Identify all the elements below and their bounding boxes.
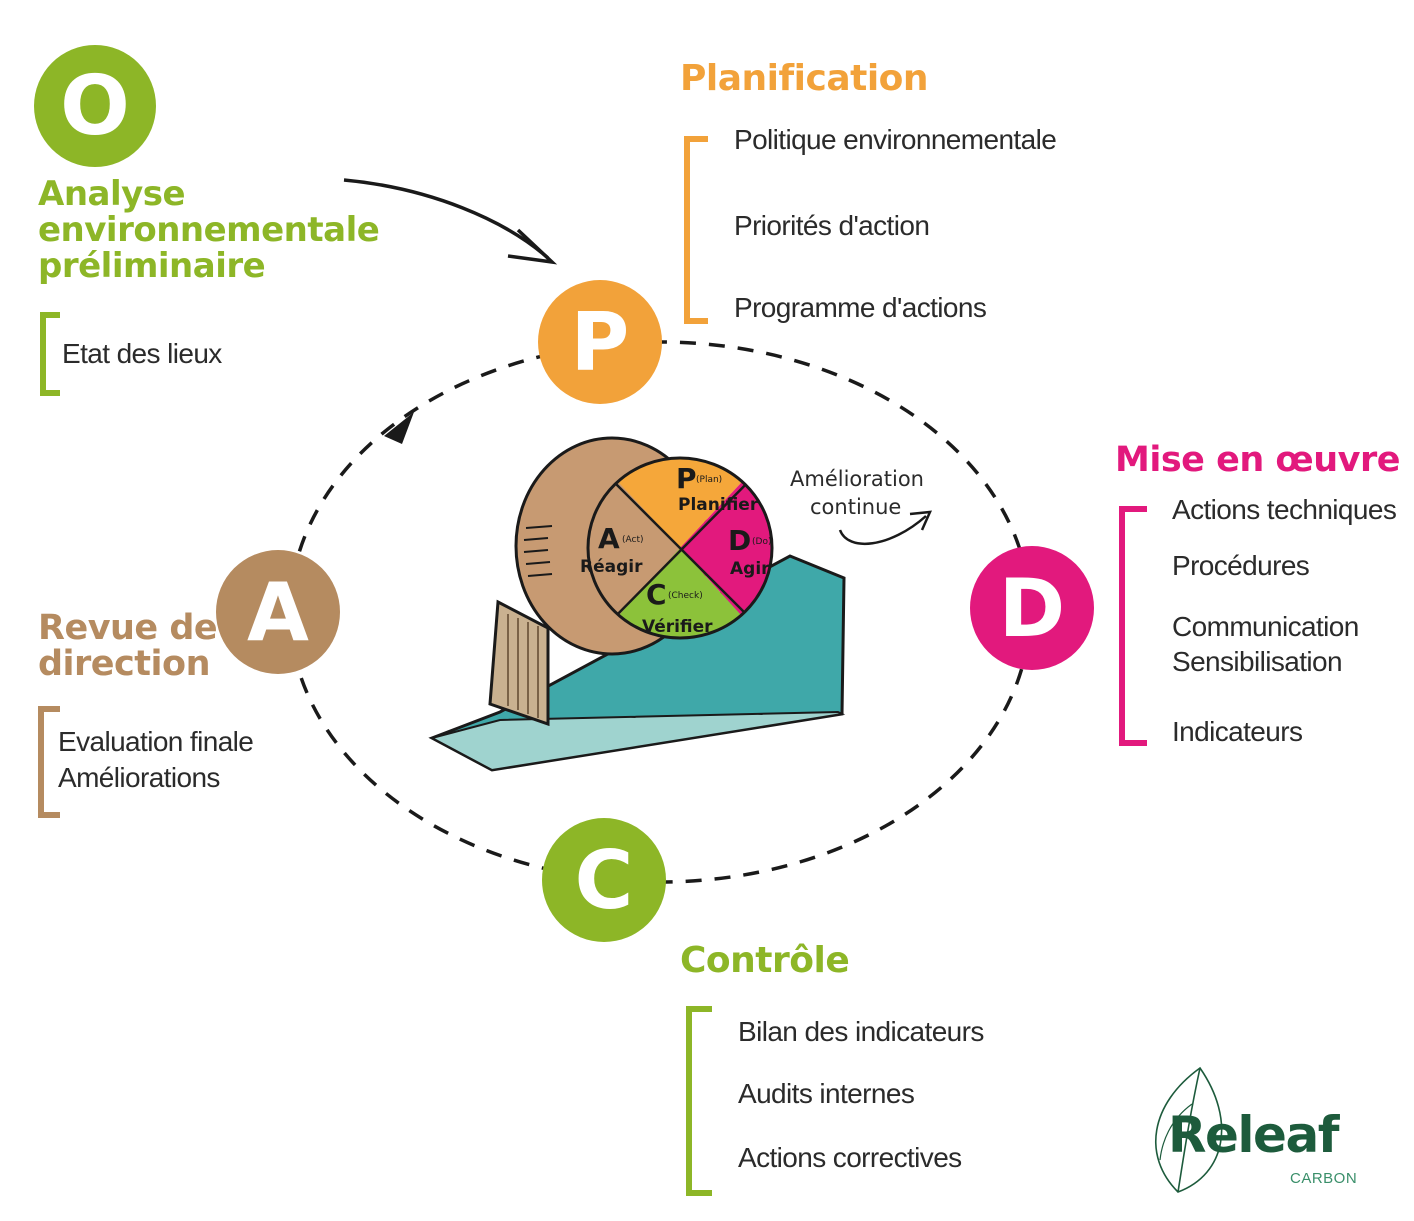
stage-d-item-4: Sensibilisation bbox=[1172, 646, 1343, 677]
wheel-p-letter: P bbox=[676, 462, 697, 495]
stage-p-title: Planification bbox=[680, 58, 929, 99]
wheel-a-letter: A bbox=[598, 522, 620, 555]
wheel-c-label: Vérifier bbox=[642, 617, 713, 637]
stage-a-item-2: Améliorations bbox=[58, 762, 220, 793]
stage-o-letter: O bbox=[60, 58, 130, 154]
wheel-d-label: Agir bbox=[730, 559, 770, 579]
wheel-a-label: Réagir bbox=[580, 557, 643, 577]
stage-o-title-line-3: préliminaire bbox=[38, 246, 266, 286]
wheel-p-tag: (Plan) bbox=[696, 475, 722, 485]
wheel-body-stripes bbox=[523, 525, 553, 577]
stage-d-title: Mise en œuvre bbox=[1115, 440, 1400, 480]
stage-c-item-1: Bilan des indicateurs bbox=[738, 1016, 984, 1047]
wheel-segment-c bbox=[588, 548, 772, 638]
stage-p-letter: P bbox=[570, 295, 630, 389]
stage-o-title-line-2: environnementale bbox=[38, 210, 380, 250]
stage-a-title-line-1: Revue de bbox=[38, 608, 218, 648]
stage-c-letter: C bbox=[574, 833, 634, 927]
slope-wedge-front bbox=[429, 710, 846, 772]
wheel-d-letter: D bbox=[728, 524, 751, 557]
stage-d-letter: D bbox=[998, 561, 1066, 655]
wheel-c-letter: C bbox=[646, 578, 667, 611]
stage-p-item-2: Priorités d'action bbox=[734, 210, 930, 241]
stage-p-bracket bbox=[684, 136, 708, 324]
stage-d-item-1: Actions techniques bbox=[1172, 494, 1397, 525]
continuous-improvement-line-2: continue bbox=[810, 495, 901, 519]
stage-c-bracket bbox=[686, 1006, 712, 1196]
stage-o-bracket bbox=[40, 312, 60, 396]
wheel-segment-p bbox=[588, 458, 772, 548]
stage-o-title: Analyse environnementale préliminaire bbox=[38, 174, 380, 286]
stage-c-title: Contrôle bbox=[680, 940, 850, 981]
stage-a-title-line-2: direction bbox=[38, 644, 211, 684]
stage-a-item-1: Evaluation finale bbox=[58, 726, 254, 757]
releaf-leaf-icon bbox=[1155, 1066, 1223, 1193]
continuous-improvement-arrow-icon bbox=[838, 515, 927, 545]
cycle-direction-arrow-icon bbox=[384, 412, 414, 444]
stage-a-circle: A bbox=[216, 550, 340, 674]
wheel-p-label: Planifier bbox=[678, 495, 759, 515]
wheel-d-tag: (Do) bbox=[752, 537, 771, 547]
o-to-p-arrow-icon bbox=[343, 178, 550, 260]
stage-c-item-2: Audits internes bbox=[738, 1078, 915, 1109]
stage-o-circle: O bbox=[34, 45, 156, 167]
continuous-improvement-line-1: Amélioration bbox=[790, 467, 924, 491]
wheel-c-tag: (Check) bbox=[668, 591, 703, 601]
stage-p-item-3: Programme d'actions bbox=[734, 292, 987, 323]
releaf-logo-sub: CARBON bbox=[1290, 1170, 1358, 1187]
stage-a-letter: A bbox=[247, 565, 309, 659]
stage-d-item-2: Procédures bbox=[1172, 550, 1310, 581]
stage-d-bracket bbox=[1119, 506, 1147, 746]
stage-a-bracket bbox=[38, 706, 60, 818]
stage-c-circle: C bbox=[542, 818, 666, 942]
stop-block-grain bbox=[507, 614, 539, 718]
stage-c-item-3: Actions correctives bbox=[738, 1142, 962, 1173]
stage-d-circle: D bbox=[970, 546, 1094, 670]
wheel-a-tag: (Act) bbox=[622, 535, 644, 545]
releaf-logo-name: Releaf bbox=[1168, 1106, 1339, 1164]
stage-o-item-1: Etat des lieux bbox=[62, 338, 222, 369]
stage-p-circle: P bbox=[538, 280, 662, 404]
stage-a-title: Revue de direction bbox=[38, 608, 218, 684]
stage-d-item-5: Indicateurs bbox=[1172, 716, 1303, 747]
stage-o-title-line-1: Analyse bbox=[38, 174, 186, 214]
stage-d-item-3: Communication bbox=[1172, 611, 1359, 642]
o-to-p-arrowhead-icon bbox=[507, 228, 558, 265]
stage-p-item-1: Politique environnementale bbox=[734, 124, 1057, 155]
